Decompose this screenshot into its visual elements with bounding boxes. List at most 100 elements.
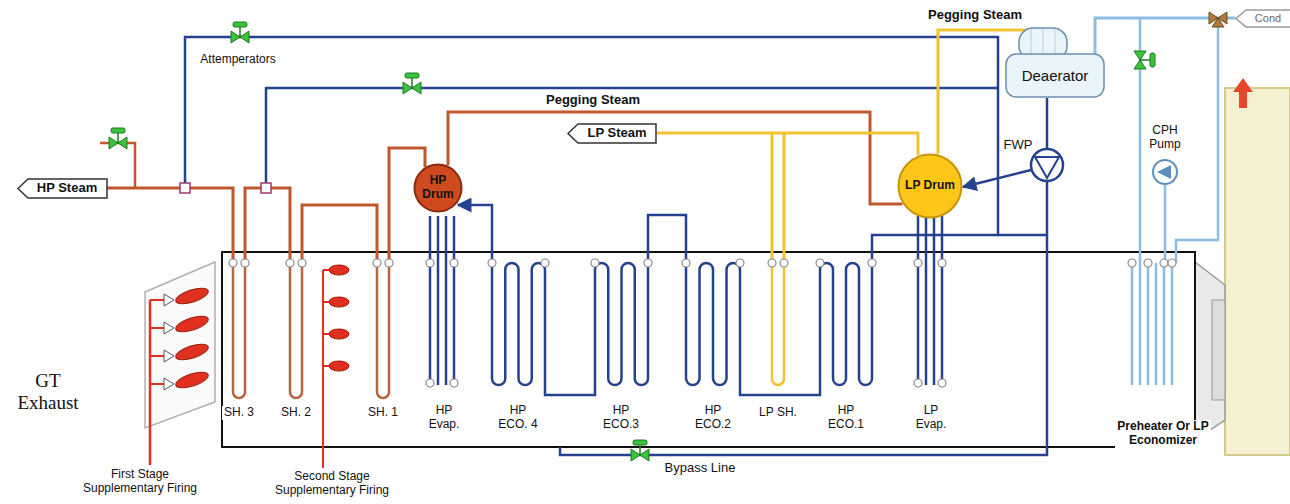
outlet-flange [1212,300,1225,400]
pipe [1171,263,1174,385]
pipe [560,181,1047,455]
header [938,379,946,387]
header [385,259,393,267]
header [373,259,381,267]
pipe [445,216,448,385]
feedwater-pump [1031,149,1063,181]
pipe [925,216,928,385]
attemperator-box [180,183,190,193]
header [682,259,690,267]
component-label: HP ECO.1 [821,404,871,432]
deaerator-tank: Deaerator [1005,26,1105,98]
steam-pipe [657,133,918,155]
burner-nozzle [164,294,174,306]
component-label: LP SH. [757,406,799,420]
pipe [290,263,302,398]
pipe [963,170,1031,187]
node-label: LP Steam [587,126,646,141]
component-label: HP Evap. [427,404,462,432]
pipe [453,216,456,385]
pipe [492,263,545,385]
flame [174,313,210,335]
pipe [1163,263,1166,385]
component-label: HP ECO.3 [596,404,646,432]
pipe [377,263,389,398]
pipe [1164,184,1167,263]
node-label: Cond [1255,12,1281,25]
component-label: SH. 1 [366,406,400,420]
header [229,259,237,267]
fuel-branch [150,383,164,385]
pipe [389,148,425,263]
annotation: Second Stage Supplementary Firing [263,470,402,498]
header [914,379,922,387]
header [644,259,652,267]
burner-nozzle [164,322,174,334]
pipe [783,133,786,263]
pipe [872,235,998,263]
steam-outlet-tag: LP Steam [567,123,657,144]
outlet-duct [1195,262,1225,440]
pipe [1131,263,1134,385]
pipe [458,205,492,263]
lp-drum: LP Drum [897,153,963,219]
fuel-branch [323,269,329,271]
header [938,259,946,267]
pipe [185,37,1047,235]
header [868,259,876,267]
flame [174,369,210,391]
component-label: Preheater Or LP Economizer [1115,420,1211,448]
header [241,259,249,267]
node-label: HP Steam [37,181,97,196]
steam-outlet-tag: HP Steam [17,178,108,199]
deaerator-tank-outline [1005,26,1105,98]
flame [329,361,349,371]
header [1160,259,1168,267]
pipe [820,263,872,385]
pipe [1046,98,1049,149]
pipe [941,216,944,385]
header [914,259,922,267]
flow-arrow [1233,78,1253,108]
node-label: Deaerator [1022,67,1089,84]
component-label: SH. 2 [279,406,313,420]
annotation: CPH Pump [1147,124,1182,152]
fuel-manifold [149,300,152,465]
pipe [772,263,784,385]
tube-headers [229,259,1176,387]
supplementary-burners [150,265,349,468]
pipe [595,263,648,385]
annotation: Bypass Line [663,461,738,476]
header [1128,259,1136,267]
header [780,259,788,267]
pipe [302,205,377,263]
header [488,259,496,267]
component-label: SH. 3 [222,406,256,420]
header [286,259,294,267]
header [450,379,458,387]
pipe [1139,263,1142,385]
control-valve [109,128,127,149]
annotation: FWP [1002,138,1035,153]
pipe [233,263,245,398]
header [298,259,306,267]
control-valve [631,440,649,461]
header [1144,259,1152,267]
flame [174,341,210,363]
pipe [545,385,595,395]
fuel-branch [323,333,329,335]
fuel-branch [150,355,164,357]
pipe [933,216,936,385]
burner-panel [145,262,215,428]
pipe-label: Pegging Steam [544,93,642,108]
burner-nozzle [164,350,174,362]
pipe [686,263,740,385]
fuel-branch [323,365,329,367]
steam-pipe [448,112,902,204]
header [426,379,434,387]
annotation: Attemperators [198,53,277,67]
header [541,259,549,267]
stack [1225,88,1290,455]
flame [329,297,349,307]
